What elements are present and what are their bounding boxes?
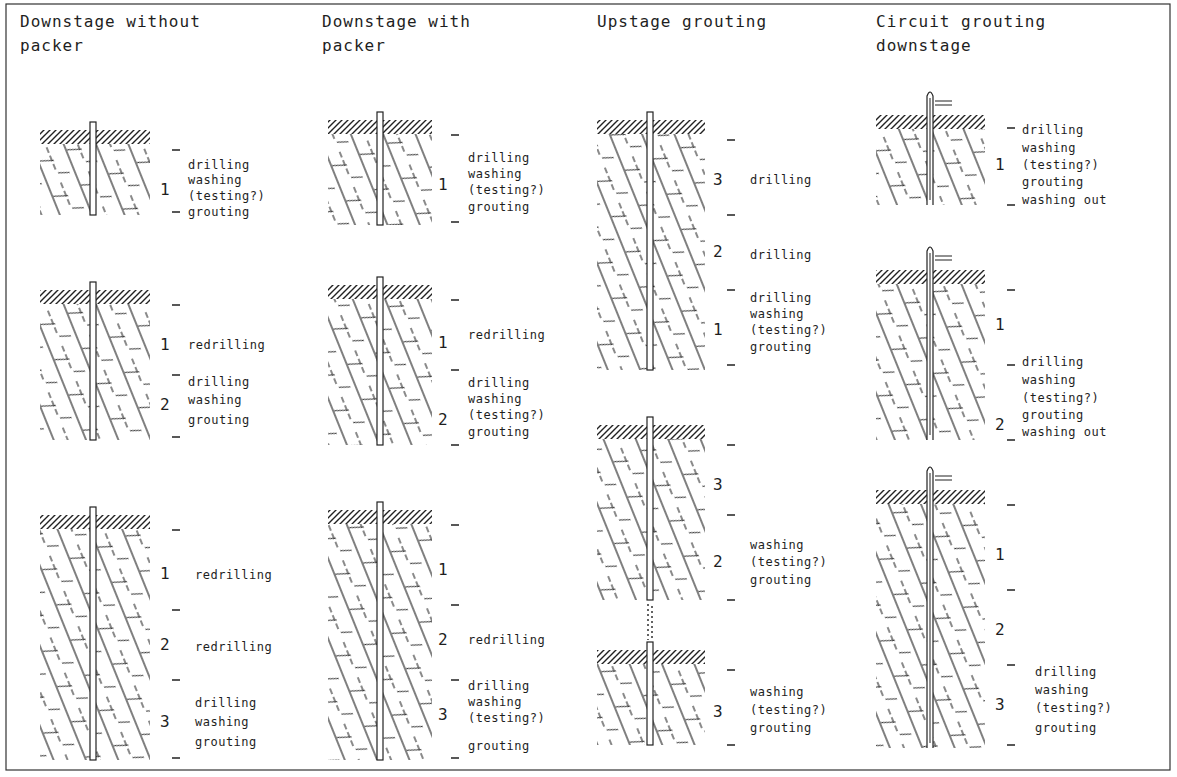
stage-number: 3 xyxy=(713,702,723,722)
step-label: grouting xyxy=(750,720,812,736)
step-label: (testing?) xyxy=(188,188,265,204)
step-label: grouting xyxy=(1022,174,1084,190)
step-label: redrilling xyxy=(468,327,545,343)
stage-number: 2 xyxy=(995,620,1005,640)
stage-number: 1 xyxy=(995,545,1005,565)
step-label: drilling xyxy=(468,150,530,166)
step-label: (testing?) xyxy=(1022,390,1099,406)
step-label: grouting xyxy=(1022,407,1084,423)
step-label: drilling xyxy=(188,157,250,173)
column-heading: Downstage without packer xyxy=(20,10,240,58)
borehole-figure xyxy=(597,642,705,745)
step-label: drilling xyxy=(750,172,812,188)
step-label: grouting xyxy=(750,339,812,355)
stage-number: 1 xyxy=(438,560,448,580)
step-label: drilling xyxy=(750,247,812,263)
stage-number: 1 xyxy=(438,333,448,353)
stage-number: 1 xyxy=(160,335,170,355)
step-label: drilling xyxy=(195,695,257,711)
step-label: washing xyxy=(468,694,522,710)
step-label: grouting xyxy=(188,412,250,428)
step-label: washing xyxy=(750,306,804,322)
step-label: drilling xyxy=(750,290,812,306)
borehole-figure xyxy=(876,467,985,748)
stage-number: 3 xyxy=(995,695,1005,715)
step-label: drilling xyxy=(468,678,530,694)
step-label: washing xyxy=(468,166,522,182)
step-label: drilling xyxy=(468,375,530,391)
step-label: (testing?) xyxy=(468,182,545,198)
stage-number: 1 xyxy=(995,315,1005,335)
step-label: washing xyxy=(1022,372,1076,388)
step-label: grouting xyxy=(468,199,530,215)
stage-number: 1 xyxy=(438,175,448,195)
step-label: grouting xyxy=(195,734,257,750)
borehole-figure xyxy=(328,277,432,445)
stage-number: 3 xyxy=(160,712,170,732)
step-label: redrilling xyxy=(195,639,272,655)
borehole-figure xyxy=(40,507,150,760)
step-label: redrilling xyxy=(195,567,272,583)
step-label: washing xyxy=(468,391,522,407)
step-label: washing xyxy=(188,392,242,408)
stage-number: 2 xyxy=(438,630,448,650)
step-label: (testing?) xyxy=(1022,157,1099,173)
stage-number: 2 xyxy=(438,410,448,430)
step-label: redrilling xyxy=(468,632,545,648)
stage-number: 2 xyxy=(713,242,723,262)
step-label: (testing?) xyxy=(750,702,827,718)
stage-number: 1 xyxy=(160,564,170,584)
step-label: washing xyxy=(195,714,249,730)
step-label: drilling xyxy=(1022,354,1084,370)
borehole-figure xyxy=(328,112,432,225)
step-label: washing xyxy=(750,684,804,700)
borehole-figure xyxy=(876,92,985,205)
stage-number: 2 xyxy=(713,552,723,572)
step-label: (testing?) xyxy=(750,322,827,338)
step-label: drilling xyxy=(1035,664,1097,680)
borehole-figure xyxy=(876,247,985,440)
step-label: washing out xyxy=(1022,192,1107,208)
stage-number: 3 xyxy=(438,705,448,725)
stage-number: 1 xyxy=(713,320,723,340)
step-label: (testing?) xyxy=(468,710,545,726)
stage-number: 3 xyxy=(713,170,723,190)
column-heading: Upstage grouting xyxy=(597,10,817,34)
stage-number: 2 xyxy=(995,415,1005,435)
stage-number: 1 xyxy=(995,155,1005,175)
stage-number: 3 xyxy=(713,475,723,495)
borehole-figure xyxy=(328,502,432,760)
column-heading: Circuit grouting downstage xyxy=(876,10,1076,58)
step-label: washing out xyxy=(1022,424,1107,440)
frame xyxy=(6,4,1170,770)
column-heading: Downstage with packer xyxy=(322,10,502,58)
step-label: grouting xyxy=(188,204,250,220)
step-label: grouting xyxy=(468,738,530,754)
borehole-figure xyxy=(40,122,150,215)
step-label: drilling xyxy=(188,374,250,390)
stage-ticks xyxy=(172,128,1015,758)
step-label: drilling xyxy=(1022,122,1084,138)
step-label: washing xyxy=(1035,682,1089,698)
borehole-figure xyxy=(597,112,705,370)
step-label: redrilling xyxy=(188,337,265,353)
stage-number: 1 xyxy=(160,180,170,200)
stage-number: 2 xyxy=(160,635,170,655)
step-label: washing xyxy=(750,537,804,553)
step-label: grouting xyxy=(750,572,812,588)
step-label: washing xyxy=(1022,140,1076,156)
stage-number: 2 xyxy=(160,395,170,415)
borehole-figure xyxy=(40,282,150,440)
borehole-figure xyxy=(597,417,705,640)
step-label: (testing?) xyxy=(750,554,827,570)
step-label: (testing?) xyxy=(468,407,545,423)
step-label: grouting xyxy=(1035,720,1097,736)
step-label: washing xyxy=(188,172,242,188)
step-label: grouting xyxy=(468,424,530,440)
step-label: (testing?) xyxy=(1035,700,1112,716)
